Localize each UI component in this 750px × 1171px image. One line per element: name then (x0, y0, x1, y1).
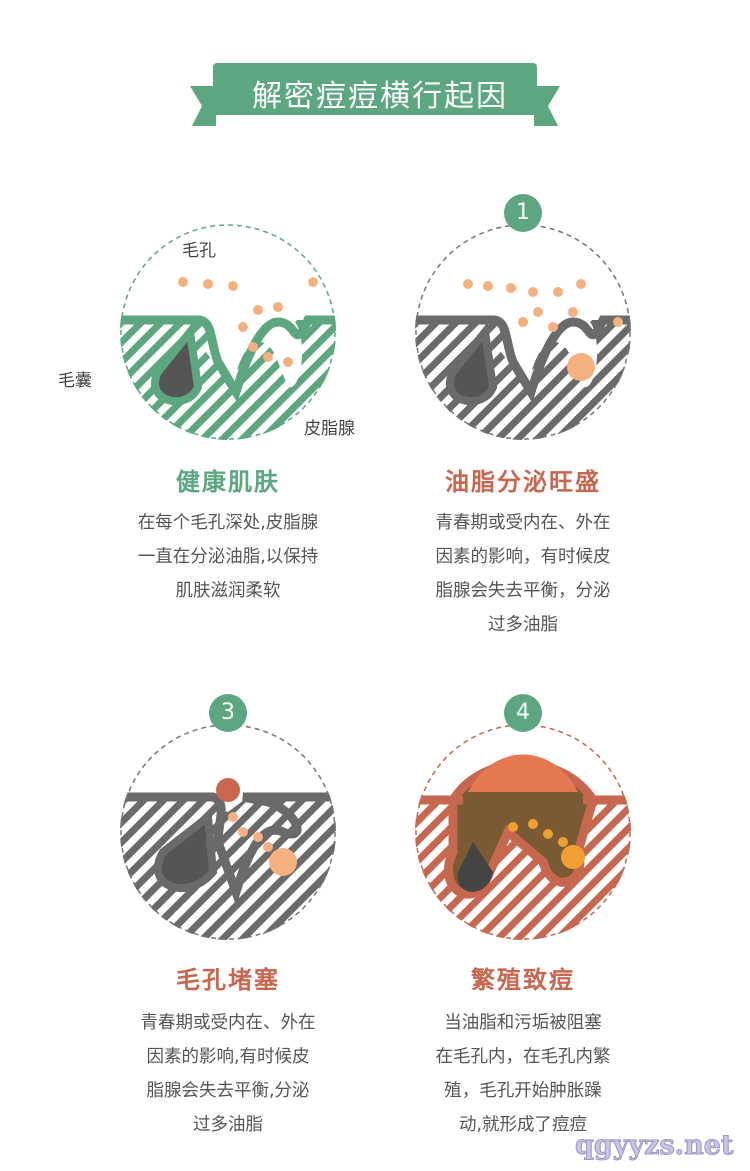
title-banner: 解密痘痘横行起因 (213, 63, 537, 115)
description-line: 在毛孔内，在毛孔内繁 (435, 1047, 611, 1067)
card-title: 健康肌肤 (176, 468, 280, 496)
ribbon-right-tail (534, 86, 560, 126)
label-follicle: 毛囊 (58, 371, 92, 391)
card-clogged-pore: 3 毛孔堵塞 青春期或受内在、外在因素的影响,有时候皮脂腺会失去平衡,分泌过多油… (78, 694, 378, 1142)
description-line: 一直在分泌油脂,以保持 (137, 547, 319, 567)
card-description: 青春期或受内在、外在因素的影响，有时候皮脂腺会失去平衡，分泌过多油脂 (373, 506, 673, 642)
description-line: 过多油脂 (488, 615, 558, 635)
description-line: 动,就形成了痘痘 (458, 1115, 588, 1135)
card-description: 在每个毛孔深处,皮脂腺一直在分泌油脂,以保持肌肤滋润柔软 (78, 506, 378, 608)
card-description: 当油脂和污垢被阻塞在毛孔内，在毛孔内繁殖，毛孔开始肿胀躁动,就形成了痘痘 (373, 1006, 673, 1142)
watermark: qgyyzs.net (574, 1130, 734, 1162)
description-line: 过多油脂 (193, 1115, 263, 1135)
healthy-skin-illustration (120, 224, 336, 440)
description-line: 青春期或受内在、外在 (140, 1013, 316, 1033)
description-line: 因素的影响，有时候皮 (435, 547, 611, 567)
card-excess-oil: 1 油脂分泌旺盛 青春期或受内在、外在因素的影响，有时候皮脂腺会失去平衡，分泌过… (373, 194, 673, 642)
clogged-pore-illustration (120, 724, 336, 940)
label-pore: 毛孔 (182, 241, 216, 261)
ribbon-left-tail (190, 86, 216, 126)
description-line: 殖，毛孔开始肿胀躁 (444, 1081, 602, 1101)
card-title: 毛孔堵塞 (176, 966, 280, 994)
card-description: 青春期或受内在、外在因素的影响,有时候皮脂腺会失去平衡,分泌过多油脂 (78, 1006, 378, 1142)
page-title: 解密痘痘横行起因 (252, 79, 508, 114)
card-title: 油脂分泌旺盛 (445, 468, 601, 496)
description-line: 在每个毛孔深处,皮脂腺 (137, 513, 319, 533)
excess-oil-illustration (415, 224, 631, 440)
acne-formation-illustration (415, 724, 631, 940)
step-badge: 3 (209, 694, 247, 732)
description-line: 肌肤滋润柔软 (175, 581, 281, 601)
step-badge: 4 (504, 694, 542, 732)
card-title: 繁殖致痘 (471, 966, 575, 994)
step-badge: 1 (504, 194, 542, 232)
description-line: 当油脂和污垢被阻塞 (444, 1013, 602, 1033)
description-line: 脂腺会失去平衡，分泌 (435, 581, 611, 601)
description-line: 青春期或受内在、外在 (435, 513, 611, 533)
label-sebaceous-gland: 皮脂腺 (304, 419, 355, 439)
description-line: 脂腺会失去平衡,分泌 (146, 1081, 310, 1101)
description-line: 因素的影响,有时候皮 (146, 1047, 310, 1067)
card-healthy-skin: 毛孔 毛囊 皮脂腺 健康肌肤 在每个毛孔深处,皮脂腺一直在分泌油脂,以保持肌肤滋… (58, 200, 378, 620)
card-acne-formation: 4 繁殖致痘 当油脂和污垢被阻塞在毛孔内，在毛孔内繁殖，毛孔开始肿胀躁动,就形成… (373, 694, 673, 1142)
